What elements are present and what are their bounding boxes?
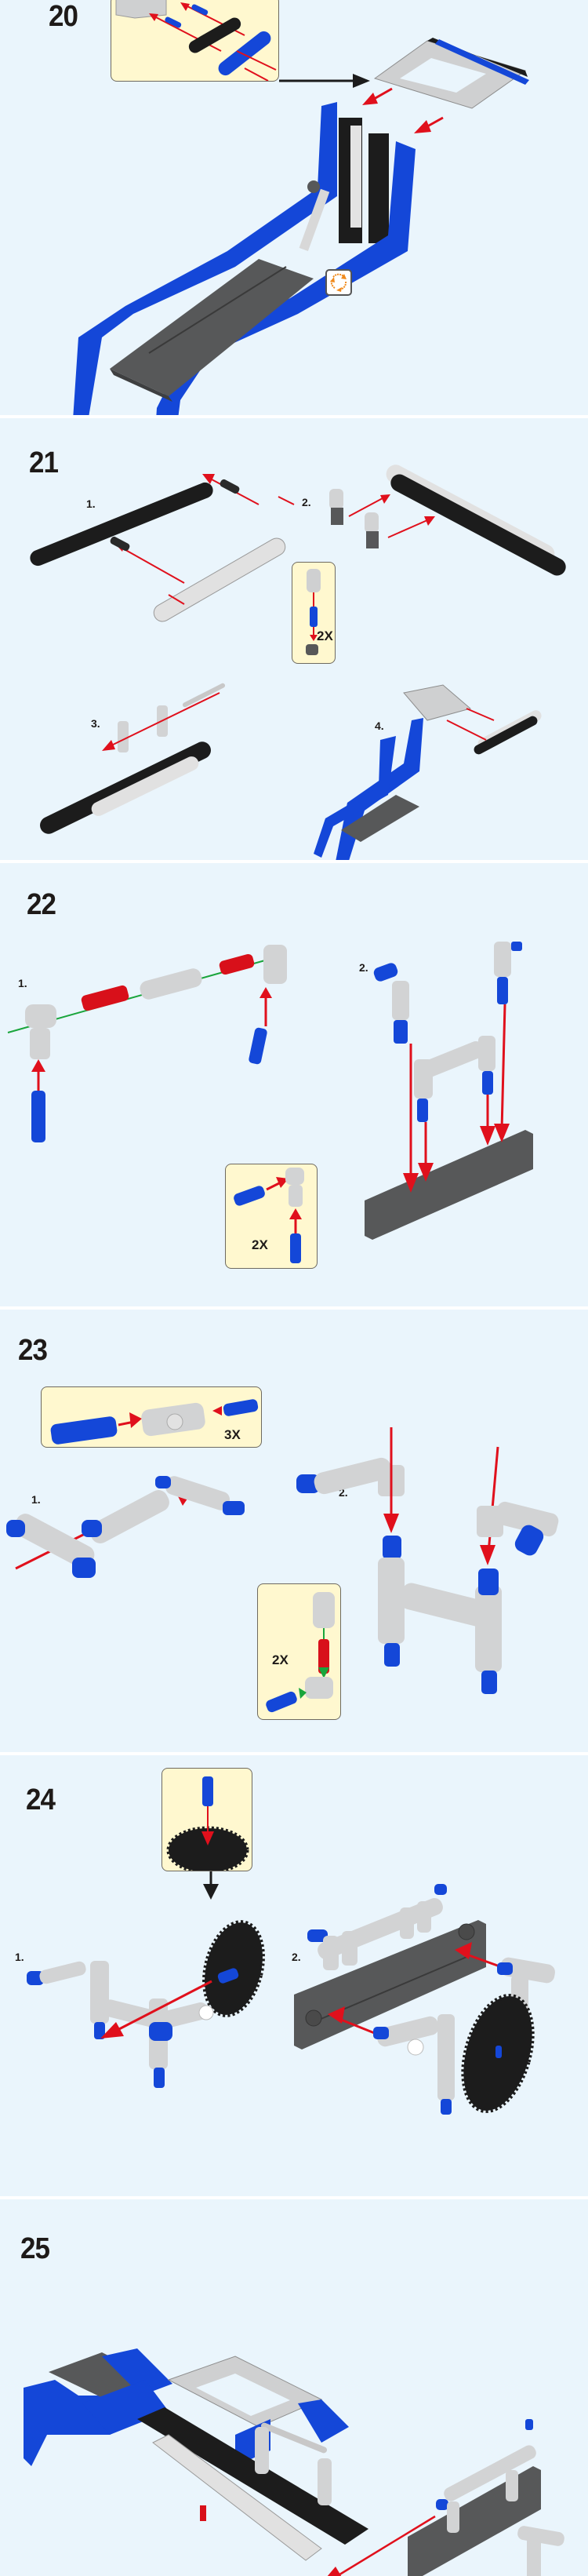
model-illustration: [71, 38, 529, 534]
step-25: 25: [0, 2199, 588, 2576]
sub-step-label: 2.: [339, 1486, 348, 1499]
quantity-label: 2X: [272, 1652, 289, 1667]
insert-arrow: [279, 74, 370, 88]
rotate-model-icon: [325, 269, 352, 296]
step-number: 23: [18, 1334, 48, 1367]
step-number: 22: [27, 888, 56, 921]
step-divider: [0, 1306, 588, 1310]
sub-step-2-illustration: [296, 1427, 559, 1694]
sub-step-label: 2.: [302, 496, 311, 508]
step-24: 24 1. 2.: [0, 1755, 588, 2196]
sub-step-label: 3.: [91, 717, 100, 730]
sub-step-label: 1.: [31, 1493, 41, 1506]
sub-step-label: 1.: [18, 977, 27, 989]
sub-step-3-illustration: [40, 683, 226, 834]
callout-illustration: [306, 569, 321, 655]
sub-step-1-illustration: [27, 1920, 265, 2088]
step-22: 22 1. 2.: [0, 863, 588, 1306]
sub-step-1-illustration: [6, 1476, 245, 1578]
sub-step-label: 1.: [86, 497, 96, 510]
sub-step-label: 4.: [375, 720, 384, 732]
step-23: 23 3X 1. 2.: [0, 1310, 588, 1752]
sub-step-1-illustration: [7, 945, 287, 1142]
sub-step-label: 1.: [15, 1951, 24, 1963]
callout-illustration: [115, 0, 277, 81]
sub-step-4-illustration: [314, 684, 542, 873]
callout-illustration: [234, 1168, 304, 1263]
sub-step-2-illustration: [294, 1884, 555, 2115]
callout-illustration: [266, 1592, 335, 1713]
step-number: 21: [29, 446, 59, 479]
callout-illustration: [166, 1776, 249, 1871]
sub-assembly-callout: 3X: [41, 1386, 262, 1448]
sub-step-label: 2.: [359, 961, 368, 974]
step-number: 24: [26, 1784, 56, 1816]
sub-step-1-illustration: [30, 474, 295, 622]
sub-assembly-callout: 2X: [225, 1164, 318, 1269]
sub-assembly-callout: 2X: [257, 1583, 341, 1720]
sub-assembly-callout: [162, 1768, 252, 1871]
model-illustration: [24, 2348, 564, 2576]
insert-arrow: [203, 1871, 219, 1900]
step-divider: [0, 415, 588, 418]
sub-assembly-callout: [111, 0, 279, 82]
sub-step-2-illustration: [365, 942, 533, 1240]
callout-illustration: [50, 1399, 259, 1445]
step-divider: [0, 1752, 588, 1755]
step-divider: [0, 2196, 588, 2199]
step-number: 20: [49, 0, 78, 33]
sub-assembly-callout: 2X: [292, 562, 336, 664]
sub-step-label: 2.: [292, 1951, 301, 1963]
quantity-label: 3X: [224, 1427, 241, 1442]
step-21: 21 1. 2. 3. 4. 2X: [0, 418, 588, 873]
step-number: 25: [20, 2232, 50, 2265]
step-20: 20: [0, 0, 588, 534]
step-divider: [0, 860, 588, 863]
quantity-label: 2X: [317, 629, 333, 643]
quantity-label: 2X: [252, 1237, 268, 1252]
sub-step-2-illustration: [329, 465, 566, 576]
